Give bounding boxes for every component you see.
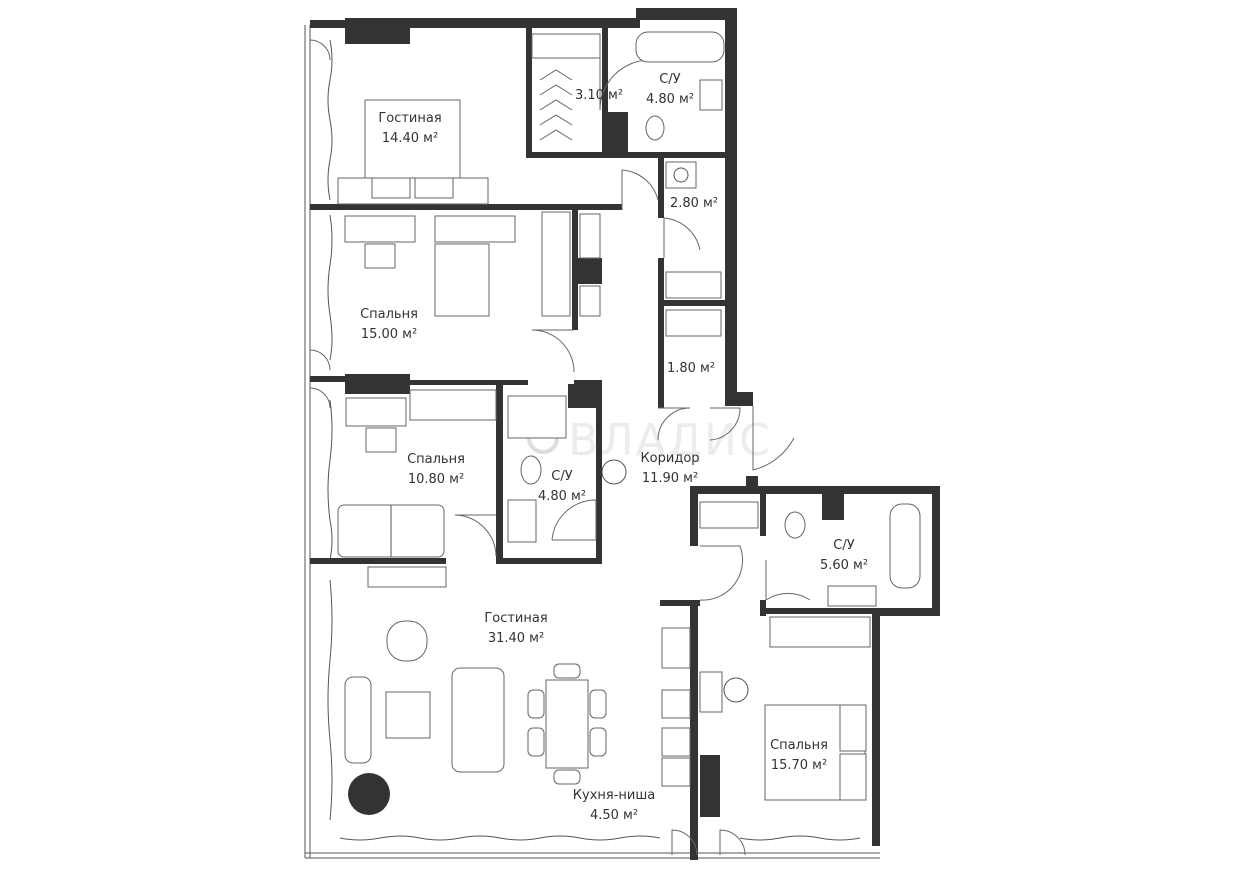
- bathtub-2-icon: [889, 503, 921, 589]
- bed-icon: [434, 243, 490, 317]
- sink-icon: [699, 79, 723, 111]
- room-corridor-name: Коридор: [640, 451, 699, 466]
- sofa-3-icon: [451, 667, 505, 773]
- bathtub-icon: [635, 31, 725, 63]
- room-living-top-area: 14.40 м²: [382, 131, 438, 146]
- room-labels: Гостиная 14.40 м² 3.10 м² С/У 4.80 м² 2.…: [360, 72, 868, 823]
- doors: [309, 39, 811, 856]
- room-closet-mid-area: 1.80 м²: [667, 361, 715, 376]
- sink-2-icon: [507, 499, 537, 543]
- desk-icon: [344, 215, 416, 243]
- cooktop-icon: [661, 627, 691, 669]
- toilet-2-icon: [520, 455, 542, 485]
- shower-icon: [507, 395, 567, 439]
- sink-3-icon: [827, 585, 877, 607]
- room-bedroom-2-area: 10.80 м²: [408, 472, 464, 487]
- window-lines: [304, 25, 880, 859]
- furniture: [337, 31, 921, 815]
- kitchen-sink-icon: [661, 689, 691, 719]
- room-bath-mid-name: С/У: [551, 469, 572, 484]
- room-bedroom-3-name: Спальня: [770, 738, 828, 753]
- plant-icon: [348, 773, 390, 815]
- room-closet-top-area: 3.10 м²: [575, 88, 623, 103]
- room-living-top-name: Гостиная: [378, 111, 441, 126]
- room-bedroom-1-name: Спальня: [360, 307, 418, 322]
- room-bath-mid-area: 4.80 м²: [538, 489, 586, 504]
- room-bath-top-name: С/У: [659, 72, 680, 87]
- room-bedroom-2-name: Спальня: [407, 452, 465, 467]
- armchair-icon: [386, 620, 428, 662]
- dining-table-icon: [545, 679, 589, 769]
- toilet-icon: [645, 115, 665, 141]
- room-bedroom-1-area: 15.00 м²: [361, 327, 417, 342]
- washing-machine-icon: [665, 161, 697, 189]
- room-corridor-area: 11.90 м²: [642, 471, 698, 486]
- toilet-3-icon: [784, 511, 806, 539]
- room-bedroom-3-area: 15.70 м²: [771, 758, 827, 773]
- room-living-main-name: Гостиная: [484, 611, 547, 626]
- room-bath-right-area: 5.60 м²: [820, 558, 868, 573]
- room-laundry-area: 2.80 м²: [670, 196, 718, 211]
- walls: [310, 8, 940, 860]
- room-bath-top-area: 4.80 м²: [646, 92, 694, 107]
- room-living-main-area: 31.40 м²: [488, 631, 544, 646]
- room-kitchen-area: 4.50 м²: [590, 808, 638, 823]
- room-kitchen-name: Кухня-ниша: [573, 788, 655, 803]
- room-bath-right-name: С/У: [833, 538, 854, 553]
- desk-2-icon: [345, 397, 407, 427]
